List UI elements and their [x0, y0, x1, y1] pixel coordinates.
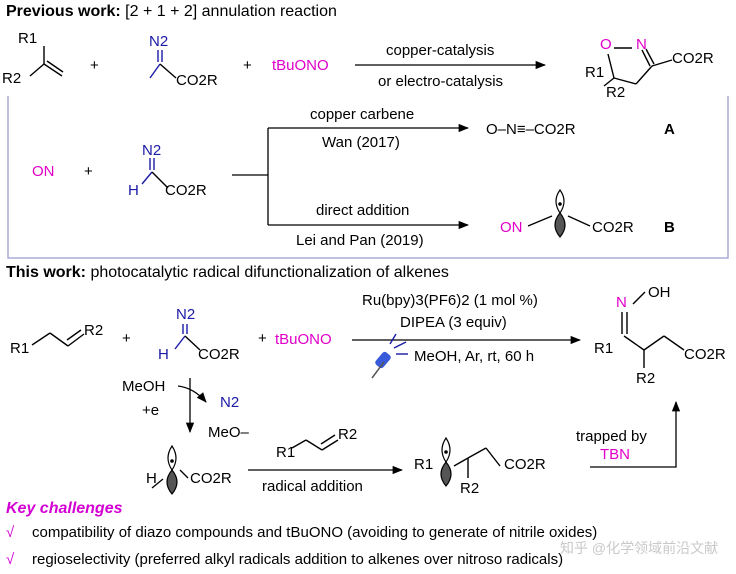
cond-solvent: MeOH, Ar, rt, 60 h: [414, 348, 535, 365]
alkene-structure-3: [291, 434, 339, 451]
alkene3-r1: R1: [276, 444, 296, 461]
alkene3-r2: R2: [338, 426, 358, 443]
trapped-by-label: trapped by: [576, 428, 647, 445]
alkene2-r2: R2: [84, 322, 104, 339]
diazo-h-2: H: [128, 182, 139, 199]
diazo-h-3: H: [158, 346, 169, 363]
previous-work-box: [7, 96, 729, 259]
alkene-r1: R1: [18, 30, 38, 47]
oxime-product: [621, 291, 685, 368]
radical-orbital-b: [527, 188, 591, 238]
path-b-ref: Lei and Pan (2019): [296, 232, 424, 249]
challenge-2: regioselectivity (preferred alkyl radica…: [32, 551, 564, 568]
diazo-structure-1: [149, 50, 163, 79]
watermark: 知乎 @化学领域前沿文献: [560, 540, 719, 556]
prod-o: O: [600, 36, 612, 53]
alkene2-r1: R1: [10, 340, 30, 357]
prod-r1: R1: [585, 64, 605, 81]
diazo-co2r-2: CO2R: [165, 182, 207, 199]
previous-work-title: [2 + 1 + 2] annulation reaction: [120, 3, 337, 20]
plus-1: +: [90, 57, 99, 74]
key-challenges-title: Key challenges: [6, 500, 123, 517]
prod2-oh: OH: [648, 284, 671, 301]
prod-n: N: [636, 36, 647, 53]
on-radical: ON: [32, 163, 55, 180]
tbn-label: TBN: [600, 446, 630, 463]
prod2-r1: R1: [594, 340, 614, 357]
int-r2: R2: [460, 480, 480, 497]
plus-4: +: [122, 330, 131, 347]
challenge-1: compatibility of diazo compounds and tBu…: [32, 524, 598, 541]
diazo-structure-2: [141, 158, 155, 185]
this-work-label: This work:: [6, 264, 87, 281]
electron-label: +e: [142, 402, 160, 419]
prod-co2r: CO2R: [672, 50, 714, 67]
prod2-co2r: CO2R: [684, 346, 726, 363]
diazo-n2-2: N2: [142, 142, 162, 159]
species-b-co2r: CO2R: [592, 219, 634, 236]
radical-orbital-c: [151, 444, 189, 495]
path-b-condition: direct addition: [316, 202, 410, 219]
int-co2r: CO2R: [504, 456, 546, 473]
prod2-r2: R2: [636, 370, 656, 387]
path-a-condition: copper carbene: [310, 106, 415, 123]
diazo-n2-1: N2: [149, 33, 169, 50]
radical-addition-label: radical addition: [262, 478, 363, 495]
tbuono-1: tBuONO: [272, 57, 329, 74]
diazo-n2-3: N2: [176, 306, 196, 323]
diazo-co2r-1: CO2R: [176, 72, 218, 89]
species-b-on: ON: [500, 219, 523, 236]
this-work-title: photocatalytic radical difunctionalizati…: [86, 264, 449, 281]
diazo-structure-3: [174, 324, 188, 350]
prod-r2: R2: [606, 84, 626, 101]
cond-base: DIPEA (3 equiv): [400, 314, 507, 331]
radical-intermediate: [440, 436, 452, 487]
alkene-structure-2: [31, 329, 85, 347]
blue-led-icon: [371, 333, 408, 379]
methoxide: MeO–: [208, 424, 249, 441]
cond-catalyst: Ru(bpy)3(PF6)2 (1 mol %): [362, 292, 538, 309]
path-a-ref: Wan (2017): [322, 134, 400, 151]
cond-copper-catalysis: copper-catalysis: [386, 42, 495, 59]
prod2-n: N: [616, 294, 627, 311]
alkene-r2: R2: [2, 70, 22, 87]
arrow-trapped: [590, 400, 681, 468]
check-icon-1: √: [6, 524, 15, 541]
radical-h: H: [146, 470, 157, 487]
plus-3: +: [84, 163, 93, 180]
species-a: O–N≡–CO2R: [486, 121, 576, 138]
previous-work-label: Previous work:: [6, 3, 121, 20]
int-r1: R1: [414, 456, 434, 473]
plus-2: +: [243, 57, 252, 74]
check-icon-2: √: [6, 551, 15, 568]
diazo-co2r-3: CO2R: [198, 346, 240, 363]
meoh-label: MeOH: [122, 378, 166, 395]
label-b: B: [664, 219, 675, 236]
radical-co2r: CO2R: [190, 470, 232, 487]
plus-5: +: [258, 330, 267, 347]
tbuono-2: tBuONO: [275, 331, 332, 348]
n2-released: N2: [220, 394, 240, 411]
isoxazoline-ring: [607, 47, 673, 85]
cond-electro-catalysis: or electro-catalysis: [378, 73, 504, 90]
alkene-structure-1: [29, 46, 64, 77]
label-a: A: [664, 121, 675, 138]
